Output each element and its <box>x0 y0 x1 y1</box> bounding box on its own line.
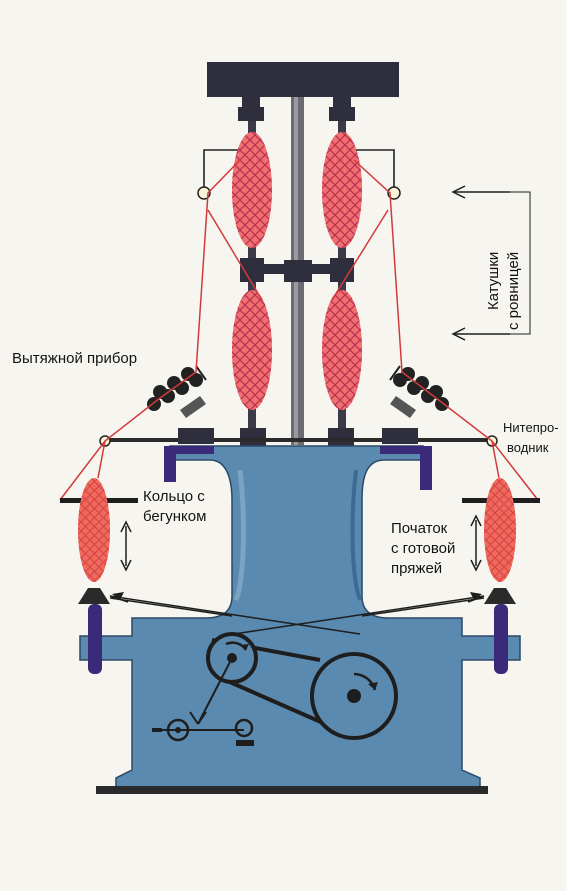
spindle-tapes <box>109 595 485 635</box>
crank-pivot <box>234 718 254 738</box>
drafting-device-label: Вытяжной прибор <box>12 350 138 367</box>
roving-bobbin-upper-left <box>232 132 272 248</box>
bobbins-pointer-arrows <box>451 185 510 341</box>
cop-right <box>484 478 516 582</box>
cop-label-line1: Початок <box>391 520 448 537</box>
spindle-left <box>78 588 110 674</box>
drafting-rail <box>104 438 492 442</box>
thread-guide-label-line1: Нитепро- <box>503 420 559 435</box>
cop-left <box>78 478 110 582</box>
bobbin-holders-top <box>238 97 355 121</box>
cop-label-line2: с готовой <box>391 540 456 557</box>
drafting-supports <box>178 428 418 444</box>
crank-wheel <box>166 718 190 742</box>
cop-label-line3: пряжей <box>391 560 443 577</box>
roving-guide-eye-left <box>197 186 211 200</box>
drafting-rollers-left <box>147 365 207 418</box>
roving-bobbin-lower-left <box>232 290 272 410</box>
bobbins-label-line2: с ровницей <box>505 251 522 330</box>
thread-paths <box>59 159 539 501</box>
bobbin-holders-middle <box>240 258 354 282</box>
ring-rail-motion-arrow-left <box>120 520 132 572</box>
cop-motion-arrow-right <box>470 514 482 572</box>
machine-base-plate <box>96 786 488 794</box>
bobbins-label-line1: Катушки <box>485 251 502 310</box>
drafting-rollers-right <box>389 365 449 418</box>
frame-brackets <box>164 446 432 490</box>
ring-traveller-label-line1: Кольцо с <box>143 488 205 505</box>
roving-guide-wires <box>203 149 395 188</box>
roving-guide-eye-right <box>387 186 401 200</box>
roving-bobbin-upper-right <box>322 132 362 248</box>
thread-guide-label-line2: водник <box>507 440 549 455</box>
crank-linkage <box>160 657 244 731</box>
large-pulley <box>310 652 398 740</box>
bobbins-label: Катушки с ровницей <box>475 190 535 350</box>
spindle-right <box>484 588 516 674</box>
creel-top-bar <box>207 62 399 97</box>
roving-bobbin-lower-right <box>322 290 362 410</box>
ring-traveller-label-line2: бегунком <box>143 508 207 525</box>
